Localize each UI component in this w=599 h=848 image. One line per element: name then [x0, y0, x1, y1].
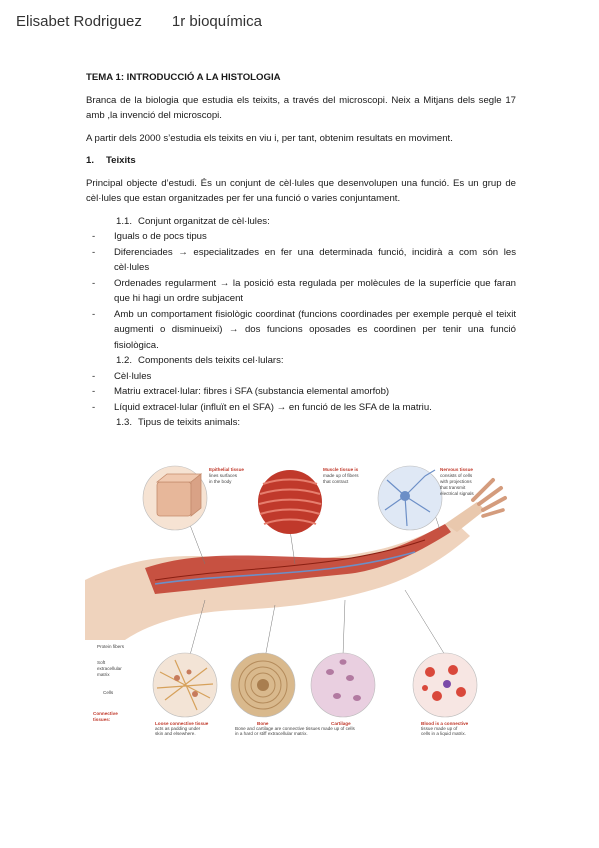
document-body: TEMA 1: INTRODUCCIÓ A LA HISTOLOGIA Bran…: [86, 70, 516, 431]
cartilage-image: [310, 652, 376, 718]
soft-matrix-label: Soft extracellular matrix: [97, 660, 123, 677]
list-item-text: Cèl·lules: [114, 370, 152, 382]
label-line: Blood is a connective: [421, 721, 469, 726]
list-item: - Matriu extracel·lular: fibres i SFA (su…: [86, 384, 516, 400]
list-item: - Ordenades regularment → la posició esta…: [86, 276, 516, 307]
arm-artery: [154, 539, 426, 581]
bullet-dash: -: [92, 308, 96, 320]
bullet-dash: -: [92, 231, 96, 242]
course-name: 1r bioquímica: [171, 13, 262, 30]
list-item-text: Iguals o de pocs tipus: [114, 231, 207, 242]
label-line: Muscle tissue is: [323, 467, 359, 472]
list-item: - Cèl·lules: [86, 369, 516, 385]
label-line: consists of cells: [440, 473, 473, 478]
subsection-title: Tipus de teixits animals:: [138, 417, 241, 428]
arm-muscle: [145, 524, 451, 594]
label-line: Epithelial tissue: [209, 467, 244, 472]
epithelial-tissue-image: [142, 465, 208, 531]
list-item-text: Ordenades regularment → la posició esta …: [114, 277, 516, 305]
nervous-label: Nervous tissue consists of cells with pr…: [440, 467, 474, 496]
label-line: matrix: [97, 672, 110, 677]
bullet-list-1-2: - Cèl·lules - Matriu extracel·lular: fibre…: [86, 369, 516, 416]
list-item-text: Líquid extracel·lular (influït en el SFA…: [114, 401, 432, 413]
connective-label: Connective tissues:: [93, 711, 119, 722]
label-line: skin and elsewhere.: [155, 731, 196, 736]
author-name: Elisabet Rodriguez: [16, 13, 142, 30]
label-line: that transmit: [440, 485, 466, 490]
list-item-text: Diferenciades → especialitzades en fer u…: [114, 246, 516, 274]
paragraph-2000: A partir dels 2000 s’estudia els teixits…: [86, 132, 453, 144]
hand: [445, 478, 507, 532]
protein-fibers-label: Protein fibers: [97, 644, 125, 649]
loose-label: Loose connective tissue acts as padding …: [155, 721, 210, 736]
label-line: made up of fibers: [323, 473, 359, 478]
subsection-heading: 1.1. Conjunt organitzat de cèl·lules:: [116, 214, 516, 230]
loose-connective-image: [152, 652, 218, 718]
subsection-title: Conjunt organitzat de cèl·lules:: [138, 215, 270, 227]
bone-label: Bone: [257, 721, 269, 726]
tissue-illustration: Epithelial tissue lines surfaces in the …: [85, 465, 507, 736]
subsection-heading: 1.3. Tipus de teixits animals:: [116, 415, 516, 431]
label-line: cells in a liquid matrix.: [421, 731, 466, 736]
label-line: Bone and cartilage are connective tissue…: [235, 726, 355, 731]
tissue-types-figure: Epithelial tissue lines surfaces in the …: [85, 440, 515, 738]
label-line: extracellular: [97, 666, 122, 671]
label-line: tissue made up of: [421, 726, 458, 731]
callout-lines: [189, 514, 446, 659]
subsection-number: 1.1.: [116, 215, 133, 227]
cartilage-label: Cartilage: [331, 721, 351, 726]
bullet-list-1-1: - Iguals o de pocs tipus - Diferenciades →…: [86, 229, 516, 353]
subsection-title: Components dels teixits cel·lulars:: [138, 355, 284, 366]
list-item: - Diferenciades → especialitzades en fer …: [86, 245, 516, 276]
label-line: Connective: [93, 711, 118, 716]
cells-label: Cells: [103, 690, 114, 695]
subsection-1-2: 1.2. Components dels teixits cel·lulars:: [116, 353, 516, 369]
label-line: tissues:: [93, 717, 111, 722]
doc-title: TEMA 1: INTRODUCCIÓ A LA HISTOLOGIA: [86, 72, 281, 83]
label-line: Loose connective tissue: [155, 721, 209, 726]
subsection-heading: 1.2. Components dels teixits cel·lulars:: [116, 353, 516, 369]
label-line: with projections: [440, 479, 472, 484]
label-line: Nervous tissue: [440, 467, 473, 472]
paragraph-intro: Branca de la biologia que estudia els te…: [86, 94, 516, 122]
list-item: - Iguals o de pocs tipus: [86, 229, 516, 245]
list-item: - Amb un comportament fisiològic coordina…: [86, 307, 516, 354]
section-teixits: 1. Teixits: [86, 153, 516, 169]
section-number: 1.: [86, 155, 95, 166]
list-item-text: Matriu extracel·lular: fibres i SFA (sub…: [114, 386, 390, 397]
blood-image: [412, 652, 478, 718]
bullet-dash: -: [92, 386, 96, 397]
subsection-number: 1.2.: [116, 355, 133, 366]
label-line: Soft: [97, 660, 106, 665]
bone-image: [230, 652, 296, 718]
section-title: Teixits: [106, 155, 136, 166]
epithelial-label: Epithelial tissue lines surfaces in the …: [209, 467, 245, 484]
muscle-label: Muscle tissue is made up of fibers that …: [323, 467, 360, 484]
list-item-text: Amb un comportament fisiològic coordinat…: [114, 308, 516, 351]
bullet-dash: -: [92, 370, 96, 382]
list-item: - Líquid extracel·lular (influït en el SF…: [86, 400, 516, 416]
subsection-1-1: 1.1. Conjunt organitzat de cèl·lules:: [116, 214, 516, 230]
subsection-1-3: 1.3. Tipus de teixits animals:: [116, 415, 516, 431]
bullet-dash: -: [92, 401, 96, 413]
bullet-dash: -: [92, 277, 96, 289]
label-line: electrical signals: [440, 491, 474, 496]
label-line: that contract: [323, 479, 349, 484]
bone-cartilage-caption: Bone and cartilage are connective tissue…: [235, 726, 356, 736]
bullet-dash: -: [92, 246, 96, 258]
page-header: Elisabet Rodriguez 1r bioquímica: [16, 13, 262, 30]
label-line: lines surfaces: [209, 473, 238, 478]
label-line: in a hard or stiff extracellular matrix.: [235, 731, 308, 736]
arm-nerve: [154, 551, 416, 585]
label-line: in the body: [209, 479, 232, 484]
muscle-tissue-image: [258, 470, 322, 534]
paragraph-teixits: Principal objecte d’estudi. És un conjun…: [86, 177, 516, 205]
label-line: acts as padding under: [155, 726, 201, 731]
subsection-number: 1.3.: [116, 417, 133, 428]
blood-label: Blood is a connective tissue made up of …: [421, 721, 470, 736]
nervous-tissue-image: [377, 465, 443, 531]
